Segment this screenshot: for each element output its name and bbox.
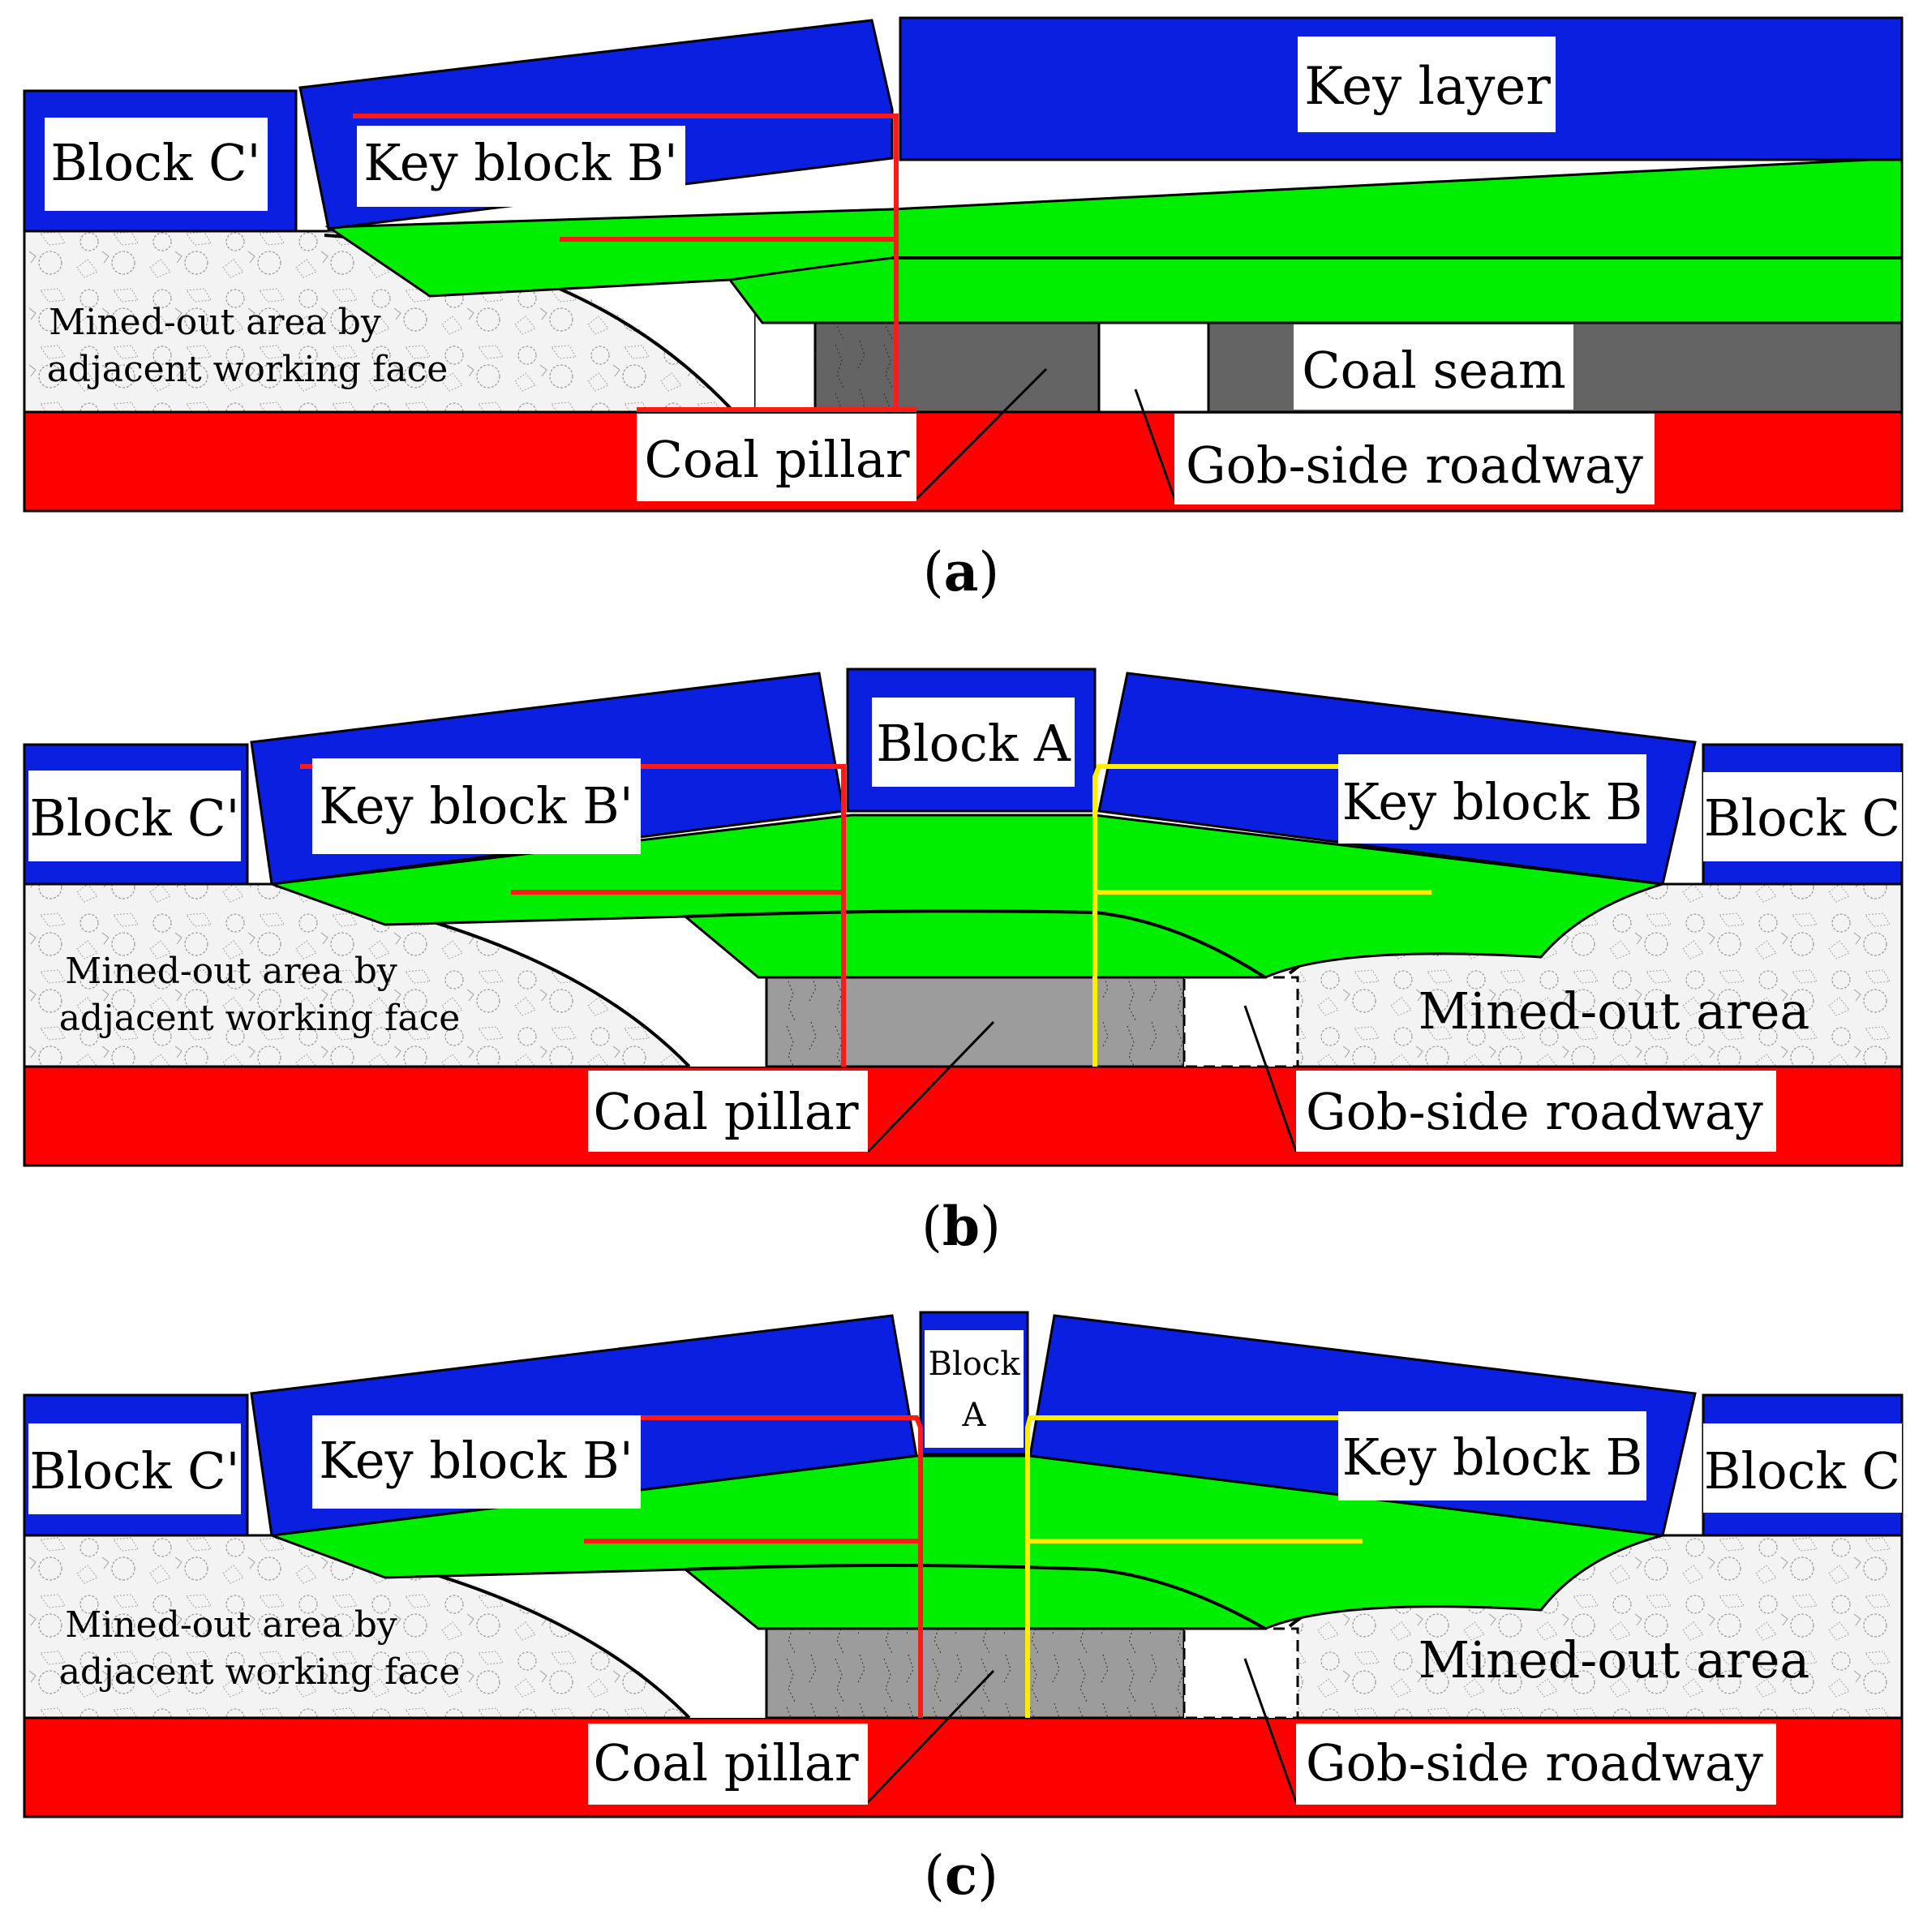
label-mined-out-left-2: adjacent working face [47,349,449,390]
label-mined-out-left-1: Mined-out area by [49,302,381,343]
label-block-c-prime: Block C' [29,788,239,848]
label-key-layer: Key layer [1304,57,1551,117]
label-mined-out-right: Mined-out area [1419,981,1810,1041]
label-block-c: Block C [1704,1441,1900,1501]
label-gob-side-roadway: Gob-side roadway [1306,1082,1763,1141]
label-gob-side-roadway: Gob-side roadway [1186,436,1643,495]
panel-a: Block C' Key block B' Key layer Mined-ou… [23,16,1904,603]
label-mined-out-left-1: Mined-out area by [65,951,397,992]
label-key-block-b-prime: Key block B' [363,133,678,192]
label-block-c: Block C [1704,788,1900,848]
label-coal-pillar: Coal pillar [593,1733,858,1792]
red-hinge-line [377,1415,923,1718]
roadway-opening [1183,1627,1299,1719]
caption-a: (a) [923,540,999,603]
panel-c: Block C' Key block B' Block A Key block … [23,1311,1904,1907]
green-strata [324,157,1904,324]
label-coal-pillar: Coal pillar [593,1082,858,1141]
roadway-opening [1183,976,1299,1068]
label-mined-out-left-2: adjacent working face [59,1651,461,1693]
red-hinge-line [353,114,899,412]
label-mined-out-right: Mined-out area [1419,1630,1810,1689]
label-block-a-1: Block [929,1346,1021,1383]
caption-b: (b) [921,1195,1001,1258]
label-gob-side-roadway: Gob-side roadway [1306,1733,1763,1792]
label-key-block-b-prime: Key block B' [319,1431,633,1490]
label-key-block-b-prime: Key block B' [319,776,633,835]
label-block-a: Block A [876,714,1071,773]
roadway-opening [1097,321,1210,414]
green-strata [271,814,1663,979]
caption-c: (c) [924,1844,998,1907]
label-block-c-prime: Block C' [50,133,260,192]
label-coal-pillar: Coal pillar [644,430,909,489]
label-block-a-2: A [962,1397,987,1434]
label-key-block-b: Key block B [1342,772,1643,831]
yellow-hinge-line [1025,1415,1573,1718]
label-mined-out-left-2: adjacent working face [59,998,461,1039]
label-coal-seam: Coal seam [1302,341,1566,400]
panel-b: Block C' Key block B' Block A Key block … [23,668,1904,1258]
label-key-block-b: Key block B [1342,1428,1643,1487]
label-block-c-prime: Block C' [29,1441,239,1501]
label-mined-out-left-1: Mined-out area by [65,1604,397,1646]
